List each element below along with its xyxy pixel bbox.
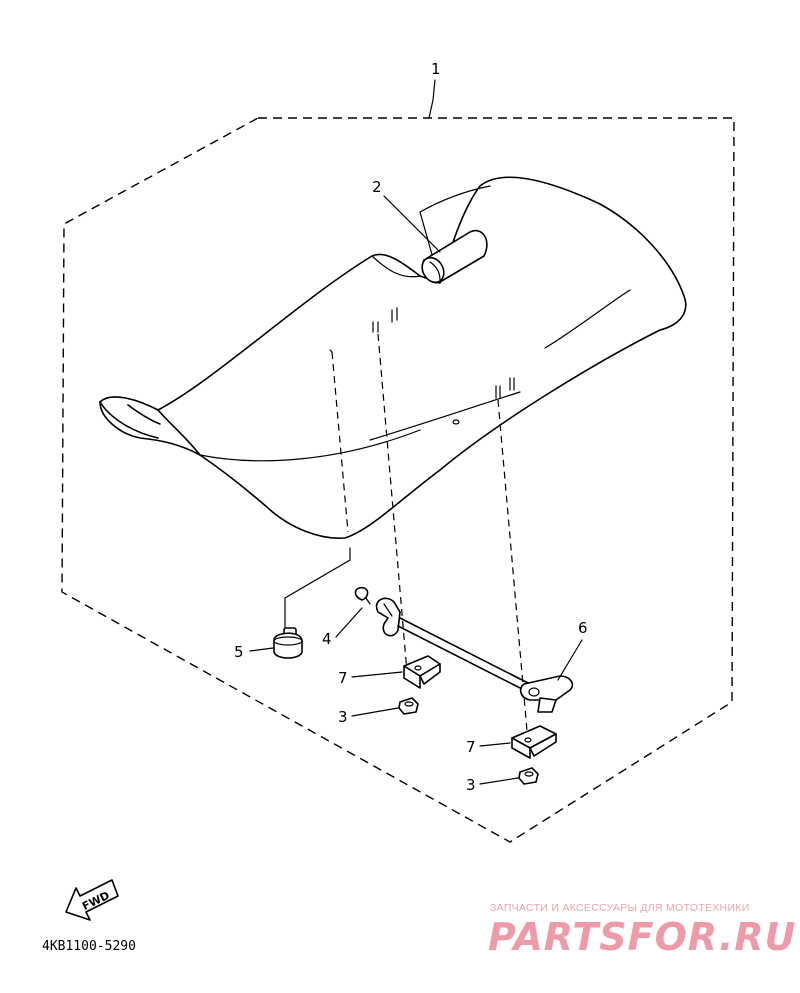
callout-3a-label: 3	[338, 708, 348, 726]
nut-rear	[518, 767, 539, 785]
callout-7a-leader	[351, 671, 403, 678]
nut-front	[398, 697, 419, 715]
seat-mount-holes	[329, 307, 515, 425]
alignment-line-bracket-rear	[497, 399, 529, 743]
damper-leader	[284, 547, 351, 631]
callout-5-leader	[249, 647, 274, 652]
part-code: 4KB1100-5290	[42, 939, 136, 954]
alignment-line-damper	[331, 351, 349, 533]
callout-3b-leader	[479, 777, 519, 785]
callout-1-label: 1	[431, 60, 441, 78]
watermark-brand: PARTSFOR.RU	[488, 915, 796, 959]
callout-2-label: 2	[372, 178, 382, 196]
seat-handle-tube	[421, 229, 488, 284]
callout-6-leader	[557, 639, 583, 681]
clip	[354, 586, 371, 605]
alignment-line-bracket-front	[377, 333, 408, 673]
bracket-front	[403, 655, 441, 689]
callout-2-leader	[383, 195, 441, 253]
bracket-rear	[511, 725, 557, 759]
callout-6-label: 6	[578, 619, 588, 637]
callout-5-label: 5	[234, 643, 244, 661]
seat	[99, 176, 687, 539]
callout-7a-label: 7	[338, 669, 348, 687]
callout-1-leader	[428, 79, 436, 119]
callout-3a-leader	[351, 707, 399, 717]
callout-7b-leader	[479, 742, 511, 747]
damper	[273, 627, 303, 659]
seat-lock-assembly	[375, 597, 574, 713]
watermark-tagline: ЗАПЧАСТИ И АКСЕССУАРЫ ДЛЯ МОТОТЕХНИКИ	[490, 902, 750, 914]
assembly-boundary	[61, 117, 735, 843]
callout-3b-label: 3	[466, 776, 476, 794]
fwd-arrow-icon: FWD	[65, 879, 119, 921]
callout-4-label: 4	[322, 630, 332, 648]
callout-7b-label: 7	[466, 738, 476, 756]
callout-4-leader	[335, 607, 363, 638]
